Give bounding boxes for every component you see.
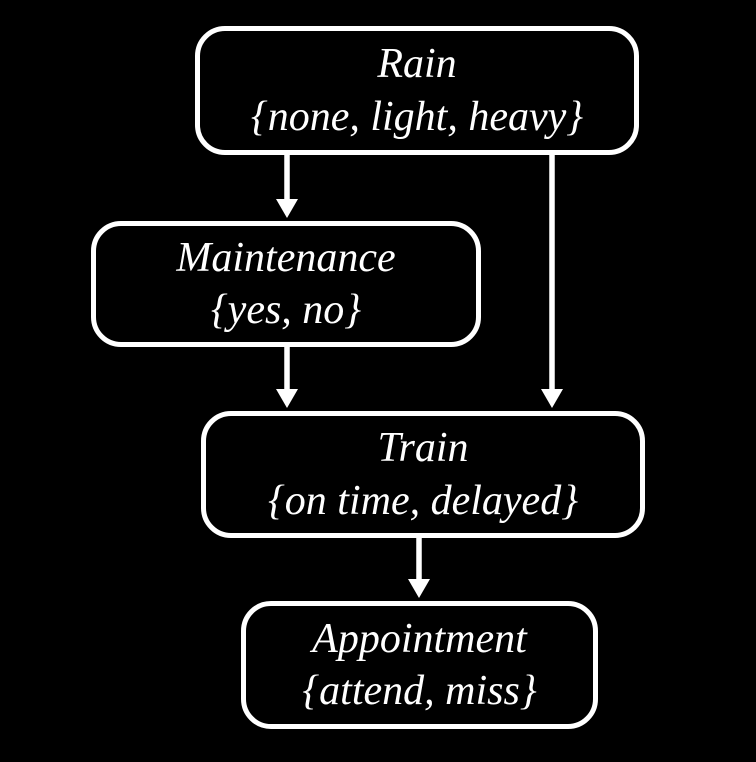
- edge-rain-to-maintenance-arrow: [276, 155, 298, 218]
- node-train-domain: {on time, delayed}: [268, 477, 578, 524]
- edge-maintenance-to-train-arrow: [276, 347, 298, 408]
- edge-train-to-appointment-arrow: [408, 538, 430, 598]
- node-train-label: Train: [377, 425, 469, 472]
- node-appointment: Appointment {attend, miss}: [241, 601, 598, 729]
- node-appointment-domain: {attend, miss}: [302, 668, 537, 714]
- node-rain-domain: {none, light, heavy}: [250, 93, 584, 140]
- edge-rain-to-train-arrow: [541, 155, 563, 408]
- node-maintenance: Maintenance {yes, no}: [91, 221, 481, 347]
- node-maintenance-domain: {yes, no}: [210, 287, 362, 333]
- node-rain: Rain {none, light, heavy}: [195, 26, 639, 155]
- node-maintenance-label: Maintenance: [176, 234, 396, 281]
- node-appointment-label: Appointment: [312, 615, 527, 662]
- node-train: Train {on time, delayed}: [201, 411, 645, 538]
- node-rain-label: Rain: [377, 41, 457, 88]
